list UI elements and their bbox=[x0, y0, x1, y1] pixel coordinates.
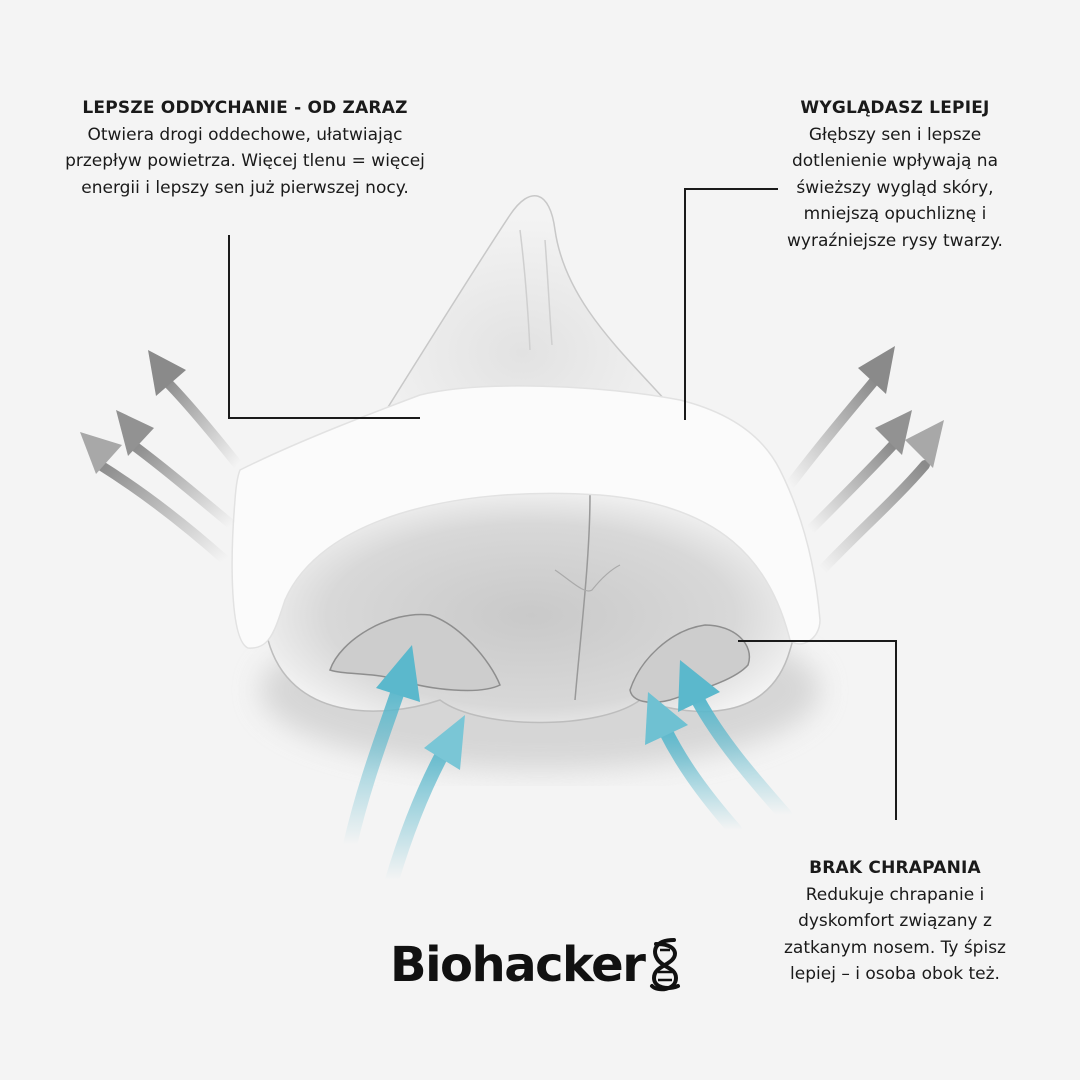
callout-text-line: świeższy wygląd skóry, bbox=[796, 177, 994, 198]
callout-text-line: dyskomfort związany z bbox=[798, 911, 992, 931]
brand-logo: Biohacker bbox=[390, 936, 682, 994]
inhale-arrows bbox=[343, 645, 792, 887]
callout-text-line: dotlenienie wpływają na bbox=[791, 151, 998, 171]
callout-look-better: WYGLĄDASZ LEPIEJ Głębszy sen i lepsze do… bbox=[760, 95, 1030, 254]
nose-bridge bbox=[378, 195, 667, 421]
callout-title: LEPSZE ODDYCHANIE - OD ZARAZ bbox=[82, 98, 408, 118]
nostril-right bbox=[629, 624, 751, 703]
dna-s-icon bbox=[650, 938, 681, 992]
connector-snoring bbox=[738, 640, 897, 820]
callout-text-line: energii i lepszy sen już pierwszej nocy. bbox=[81, 177, 409, 198]
brand-name: Biohacker bbox=[390, 937, 646, 993]
exhale-arrows-right bbox=[785, 346, 944, 575]
callout-text-line: Redukuje chrapanie i bbox=[805, 884, 985, 905]
nasal-strip bbox=[231, 385, 821, 649]
connector-breathing bbox=[228, 235, 420, 419]
callout-text-line: przepływ powietrza. Więcej tlenu = więce… bbox=[65, 151, 425, 171]
callout-no-snoring: BRAK CHRAPANIA Redukuje chrapanie i dysk… bbox=[765, 855, 1025, 988]
connector-look bbox=[684, 188, 778, 420]
exhale-arrows-left bbox=[80, 350, 243, 565]
callout-title: BRAK CHRAPANIA bbox=[809, 858, 981, 878]
callout-text-line: wyraźniejsze rysy twarzy. bbox=[787, 230, 1003, 251]
callout-text-line: mniejszą opuchliznę i bbox=[803, 204, 987, 224]
callout-text-line: lepiej – i osoba obok też. bbox=[790, 964, 1000, 984]
callout-better-breathing: LEPSZE ODDYCHANIE - OD ZARAZ Otwiera dro… bbox=[40, 95, 450, 201]
callout-text-line: Otwiera drogi oddechowe, ułatwiając bbox=[87, 124, 403, 145]
callout-title: WYGLĄDASZ LEPIEJ bbox=[800, 98, 990, 118]
callout-text-line: Głębszy sen i lepsze bbox=[808, 124, 982, 145]
callout-text-line: zatkanym nosem. Ty śpisz bbox=[784, 937, 1006, 958]
